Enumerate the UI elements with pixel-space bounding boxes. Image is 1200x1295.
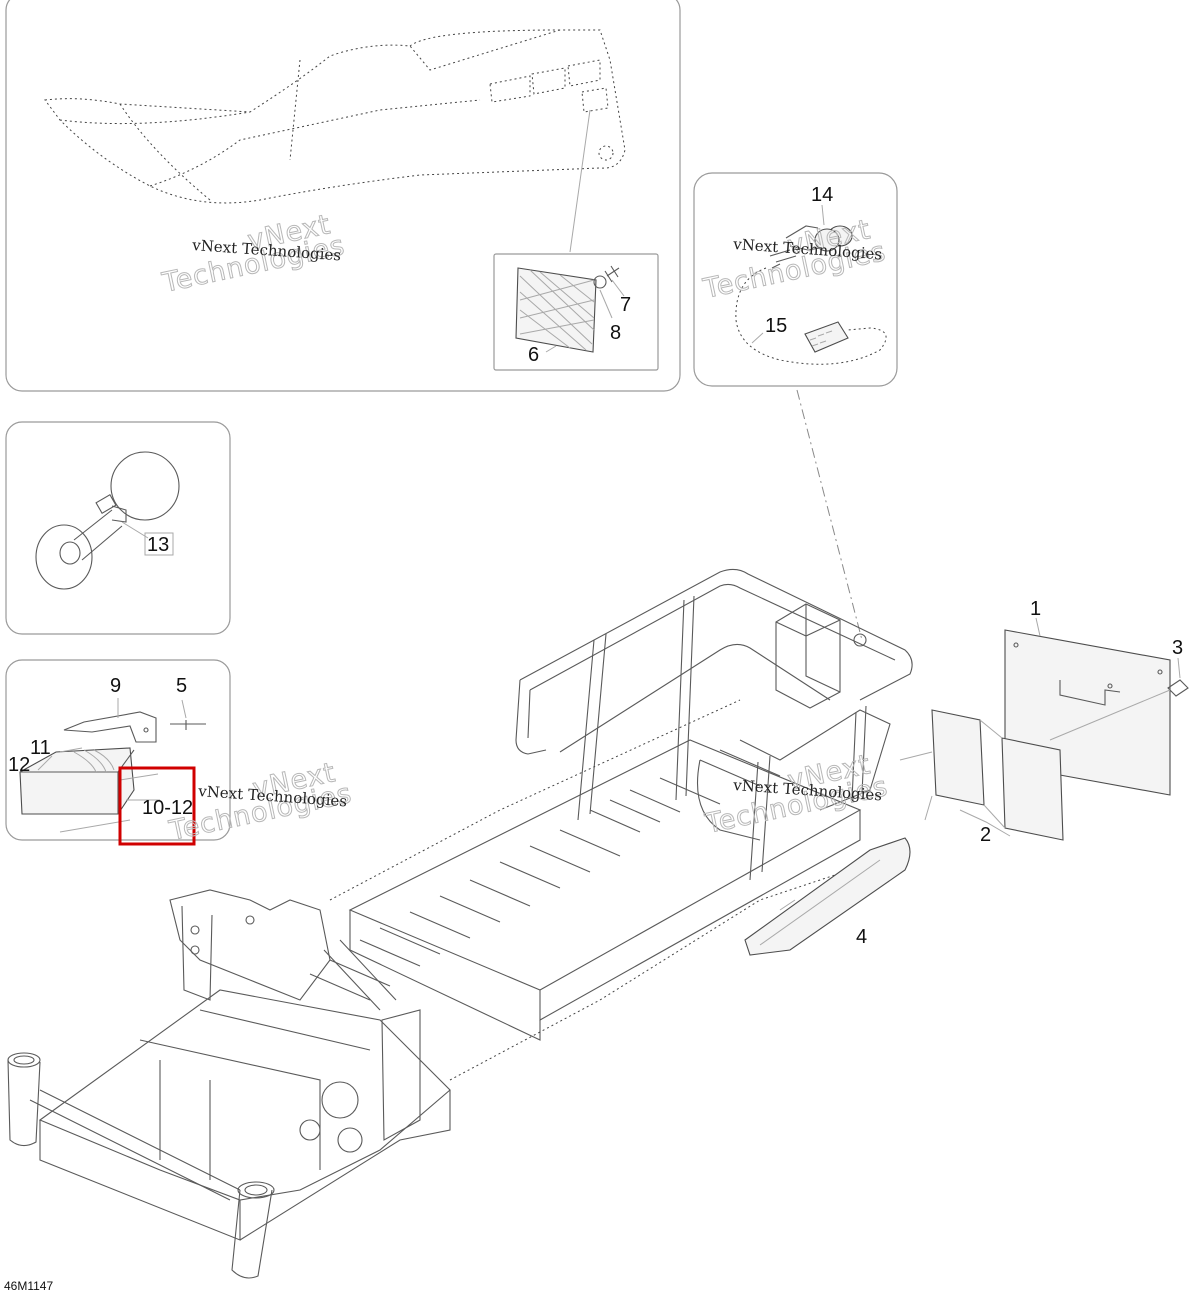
diagram-code: 46M1147 xyxy=(4,1279,53,1293)
callout-14: 14 xyxy=(811,184,833,206)
bolt-3-shape xyxy=(1049,657,1189,741)
front-spindle-right xyxy=(231,1181,275,1279)
callout-1: 1 xyxy=(1030,598,1041,620)
pad-11-12-shape xyxy=(19,747,160,833)
leader-ignition-to-frame xyxy=(796,389,863,641)
washer-8-shape xyxy=(593,275,607,289)
callout-2: 2 xyxy=(980,824,991,846)
inset-horn-panel: 13 xyxy=(5,421,231,635)
inset-seat-pad-panel: 9 5 11 12 10-12 xyxy=(5,659,231,841)
callout-6: 6 xyxy=(528,344,539,366)
screw-7-shape xyxy=(604,265,620,283)
inset-hood-panel: 7 8 6 xyxy=(5,0,681,392)
highlight-box-10-12 xyxy=(118,766,196,846)
watermark-4: vNext Technologies vNext Technologies xyxy=(702,749,892,841)
side-panel-4-shape xyxy=(744,837,911,956)
front-spindle-left xyxy=(7,1052,41,1147)
callout-15: 15 xyxy=(765,315,787,337)
inset-ignition-panel: 14 15 xyxy=(693,172,898,387)
callout-11: 11 xyxy=(30,737,51,759)
callout-5: 5 xyxy=(176,675,187,697)
wiring-harness-15-shape xyxy=(735,267,887,365)
callout-12: 12 xyxy=(8,754,30,776)
horn-13-shape xyxy=(35,451,180,590)
frame-assembly xyxy=(7,568,913,1279)
callout-10-12: 10-12 xyxy=(142,797,193,819)
callout-3: 3 xyxy=(1172,637,1183,659)
callout-9: 9 xyxy=(110,675,121,697)
callout-8: 8 xyxy=(610,322,621,344)
mud-flap-2-shapes xyxy=(899,709,1064,841)
bracket-9-shape xyxy=(63,698,157,743)
screw-5-shape xyxy=(170,720,206,730)
callout-7: 7 xyxy=(620,294,631,316)
ignition-switch-14-shape xyxy=(769,204,853,269)
callout-4: 4 xyxy=(856,926,867,948)
decal-6-shape xyxy=(515,267,597,353)
callout-13: 13 xyxy=(147,534,169,556)
